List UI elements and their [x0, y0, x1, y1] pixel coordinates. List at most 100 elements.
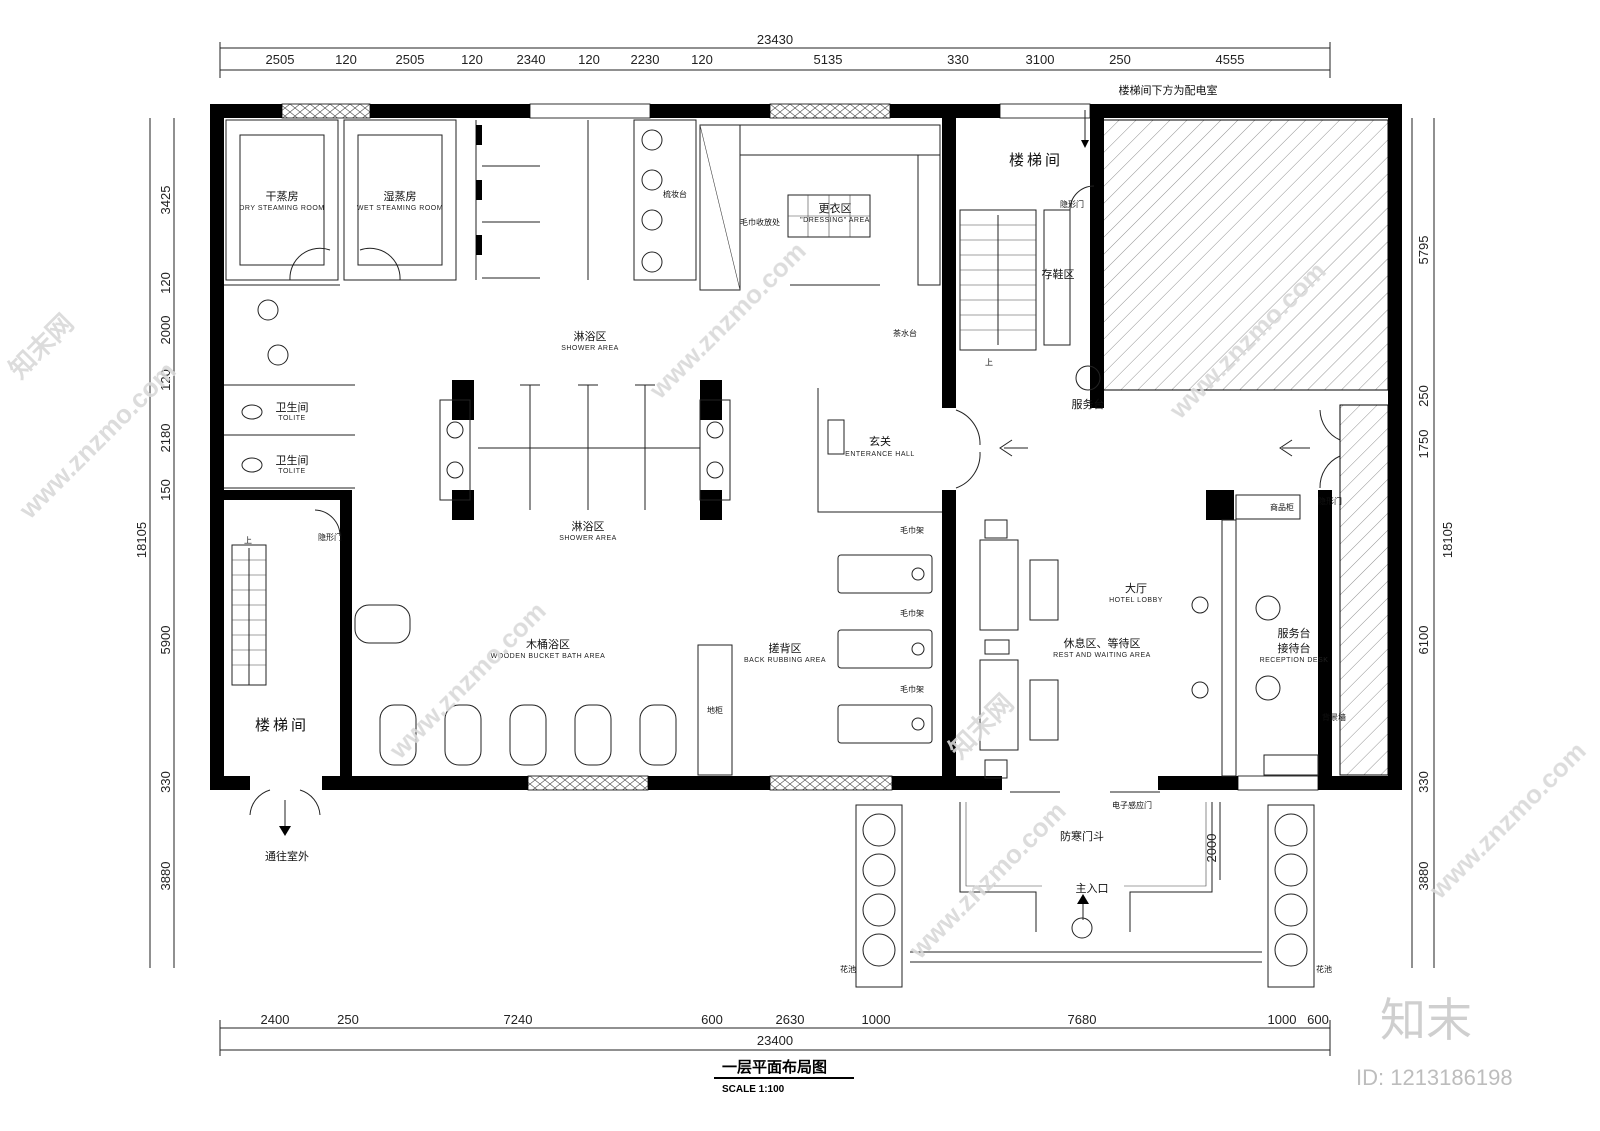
- rest-label: 休息区、等待区: [1064, 636, 1141, 650]
- vestibule-label: 防寒门斗: [1060, 829, 1104, 843]
- hotel-lobby: 大厅 HOTEL LOBBY 休息区、等待区 REST AND WAITING …: [979, 409, 1346, 779]
- back-rub-sublabel: BACK RUBBING AREA: [744, 657, 826, 664]
- top-dim: 120: [335, 52, 357, 67]
- lobby-label: 大厅: [1125, 581, 1147, 595]
- right-dimension-chain: 5795 250 1750 6100 330 3880 18105: [1411, 118, 1455, 968]
- left-dim: 5900: [158, 626, 173, 655]
- bottom-dim: 600: [1307, 1012, 1329, 1027]
- right-dim: 250: [1416, 385, 1431, 407]
- window: [527, 775, 649, 791]
- top-dim: 2340: [517, 52, 546, 67]
- toilet2-sublabel: TOLITE: [278, 468, 305, 475]
- window: [769, 103, 891, 119]
- dressing-sublabel: "DRESSING" AREA: [800, 217, 870, 224]
- dressing-label: 更衣区: [819, 201, 852, 215]
- top-dim: 2505: [396, 52, 425, 67]
- brand-watermark: 知末: [1380, 993, 1472, 1047]
- bottom-dim: 600: [701, 1012, 723, 1027]
- vestibule: 防寒门斗 电子感应门 主入口 2000: [910, 791, 1262, 963]
- top-dim: 3100: [1026, 52, 1055, 67]
- hatched-wall-right: [1339, 404, 1389, 776]
- shower-top-label: 淋浴区: [574, 330, 607, 343]
- reception-label-1: 服务台: [1278, 626, 1311, 640]
- top-dim: 5135: [814, 52, 843, 67]
- right-stair-label: 楼梯间: [1009, 151, 1063, 169]
- right-stair-area: 楼梯间 上 隐形门 存鞋区 服务台 楼梯间下方为配电室: [959, 83, 1218, 411]
- left-dim: 3425: [158, 186, 173, 215]
- left-dim: 2000: [158, 316, 173, 345]
- watermark-site: www.znzmo.com: [12, 356, 181, 525]
- window: [999, 103, 1091, 119]
- shower-partitions: [439, 384, 731, 510]
- bottom-dim: 250: [337, 1012, 359, 1027]
- steam-rooms: 干蒸房 DRY STEAMING ROOM 湿蒸房 WET STEAMING R…: [225, 119, 457, 281]
- shoe-storage-note: 存鞋区: [1042, 267, 1075, 281]
- top-dim: 250: [1109, 52, 1131, 67]
- entrance-hall: 玄关 ENTERANCE HALL: [817, 388, 1028, 513]
- top-dim: 4555: [1216, 52, 1245, 67]
- bottom-dim: 2400: [261, 1012, 290, 1027]
- hidden-door-left: 隐形门: [318, 532, 342, 542]
- right-dim: 6100: [1416, 626, 1431, 655]
- planter-left-note: 花池: [840, 964, 856, 974]
- right-total-dim: 18105: [1440, 522, 1455, 558]
- back-rubbing-area: 地柜 毛巾架 毛巾架 毛巾架 搓背区 BACK RUBBING AREA: [697, 525, 933, 776]
- auto-door-note: 电子感应门: [1112, 800, 1152, 810]
- wooden-bucket-bath: 木桶浴区 WOODEN BUCKET BATH AREA: [354, 604, 677, 766]
- planter-left: 花池: [840, 804, 903, 988]
- toilets: 卫生间 TOLITE 卫生间 TOLITE: [224, 284, 355, 489]
- top-dim: 120: [578, 52, 600, 67]
- to-outdoor-note: 通往室外: [265, 849, 309, 863]
- bottom-total-dim: 23400: [757, 1033, 793, 1048]
- towel-rack2-note: 毛巾架: [900, 608, 924, 618]
- bottom-dim: 2630: [776, 1012, 805, 1027]
- left-dim: 330: [158, 771, 173, 793]
- entrance-label: 玄关: [869, 434, 891, 448]
- watermark-site: www.znzmo.com: [382, 596, 551, 765]
- left-dim: 120: [158, 369, 173, 391]
- dry-steam-sublabel: DRY STEAMING ROOM: [239, 205, 324, 212]
- shower-mid-sublabel: SHOWER AREA: [559, 535, 617, 542]
- left-stair-up: 上: [244, 536, 252, 545]
- id-watermark: ID: 1213186198: [1356, 1065, 1513, 1090]
- right-stair-up: 上: [985, 358, 993, 367]
- watermark-site: www.znzmo.com: [642, 236, 811, 405]
- top-dim: 2230: [631, 52, 660, 67]
- window: [769, 775, 893, 791]
- dry-steam-label: 干蒸房: [266, 190, 299, 203]
- bottom-dim: 7240: [504, 1012, 533, 1027]
- wet-steam-sublabel: WET STEAMING ROOM: [357, 205, 443, 212]
- hatched-void-upper-right: [1101, 119, 1389, 391]
- left-dimension-chain: 3425 120 2000 120 2180 150 5900 330 3880…: [134, 118, 175, 968]
- service-desk-note: 服务台: [1072, 397, 1105, 411]
- bottom-dim: 1000: [862, 1012, 891, 1027]
- back-rub-label: 搓背区: [769, 641, 802, 655]
- rest-sublabel: REST AND WAITING AREA: [1053, 652, 1151, 659]
- under-stair-note: 楼梯间下方为配电室: [1119, 83, 1218, 97]
- back-wall-note: 背景墙: [1322, 712, 1346, 722]
- planter-right: 花池: [1267, 804, 1332, 988]
- toilet2-label: 卫生间: [276, 453, 309, 467]
- hidden-door-right: 隐形门: [1318, 496, 1342, 506]
- towel-collect-note: 毛巾收放处: [740, 217, 780, 227]
- main-entry-note: 主入口: [1076, 882, 1109, 895]
- makeup-note: 梳妆台: [663, 189, 687, 199]
- reception-label-2: 接待台: [1278, 641, 1311, 655]
- drawing-scale: SCALE 1:100: [722, 1084, 785, 1095]
- tea-table-note: 茶水台: [893, 328, 917, 338]
- building-walls: [210, 104, 1402, 790]
- top-dimension-chain: 23430 2505 120 2505 120 2340 120 2230 12…: [219, 32, 1331, 78]
- left-dim: 2180: [158, 424, 173, 453]
- towel-rack1-note: 毛巾架: [900, 525, 924, 535]
- hidden-door-top: 隐形门: [1060, 199, 1084, 209]
- left-stair-label: 楼梯间: [255, 716, 309, 734]
- floor-cabinet-note: 地柜: [707, 705, 723, 715]
- bottom-dim: 1000: [1268, 1012, 1297, 1027]
- vestibule-dim: 2000: [1204, 834, 1219, 863]
- planter-right-note: 花池: [1316, 964, 1332, 974]
- right-dim: 1750: [1416, 430, 1431, 459]
- left-stair: 上 隐形门 楼梯间 通往室外: [231, 509, 342, 863]
- bottom-dimension-chain: 2400 250 7240 600 2630 1000 7680 1000 60…: [219, 1012, 1331, 1056]
- reception-sublabel: RECEPTION DESK: [1260, 657, 1329, 664]
